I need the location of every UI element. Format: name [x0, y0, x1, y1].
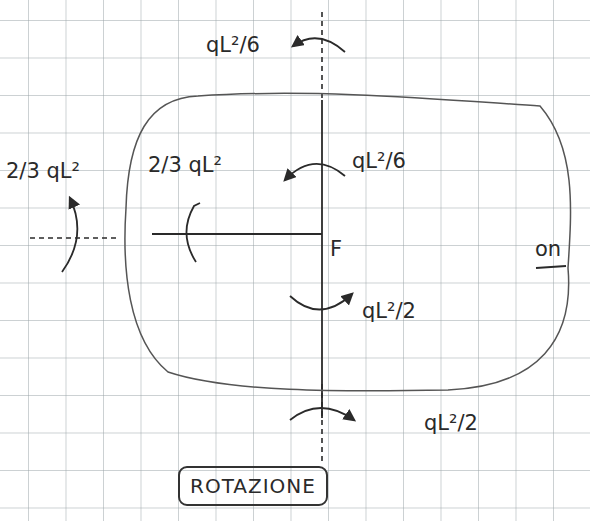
moment-arrow [285, 164, 345, 180]
label-box: ROTAZIONE [178, 466, 328, 506]
moment-value: qL²/2 [424, 412, 478, 435]
box-label: ROTAZIONE [190, 474, 316, 498]
beam-horizontal [152, 233, 322, 235]
moment-arrow [293, 38, 345, 52]
dashed-axis [321, 12, 323, 100]
moment-value: F [330, 238, 342, 261]
moment-value: 2/3 qL² [6, 160, 80, 183]
moment-value: qL²/2 [362, 300, 416, 323]
moment-value: qL²/6 [206, 34, 260, 57]
moment-value: 2/3 qL² [148, 154, 222, 177]
cloud-outline [118, 88, 580, 394]
moment-arrow [186, 203, 200, 262]
beam-vertical [321, 100, 323, 418]
dashed-axis [30, 237, 118, 239]
region-outline: 2/3 qL² qL²/6FqL²/2 [118, 88, 580, 394]
note: on [535, 238, 561, 261]
moment-value: qL²/6 [352, 150, 406, 173]
moment-arrow [290, 408, 354, 420]
moment-arrow [290, 294, 352, 310]
underline [536, 266, 566, 268]
moment-arrow [62, 198, 77, 272]
dashed-axis [321, 384, 323, 464]
